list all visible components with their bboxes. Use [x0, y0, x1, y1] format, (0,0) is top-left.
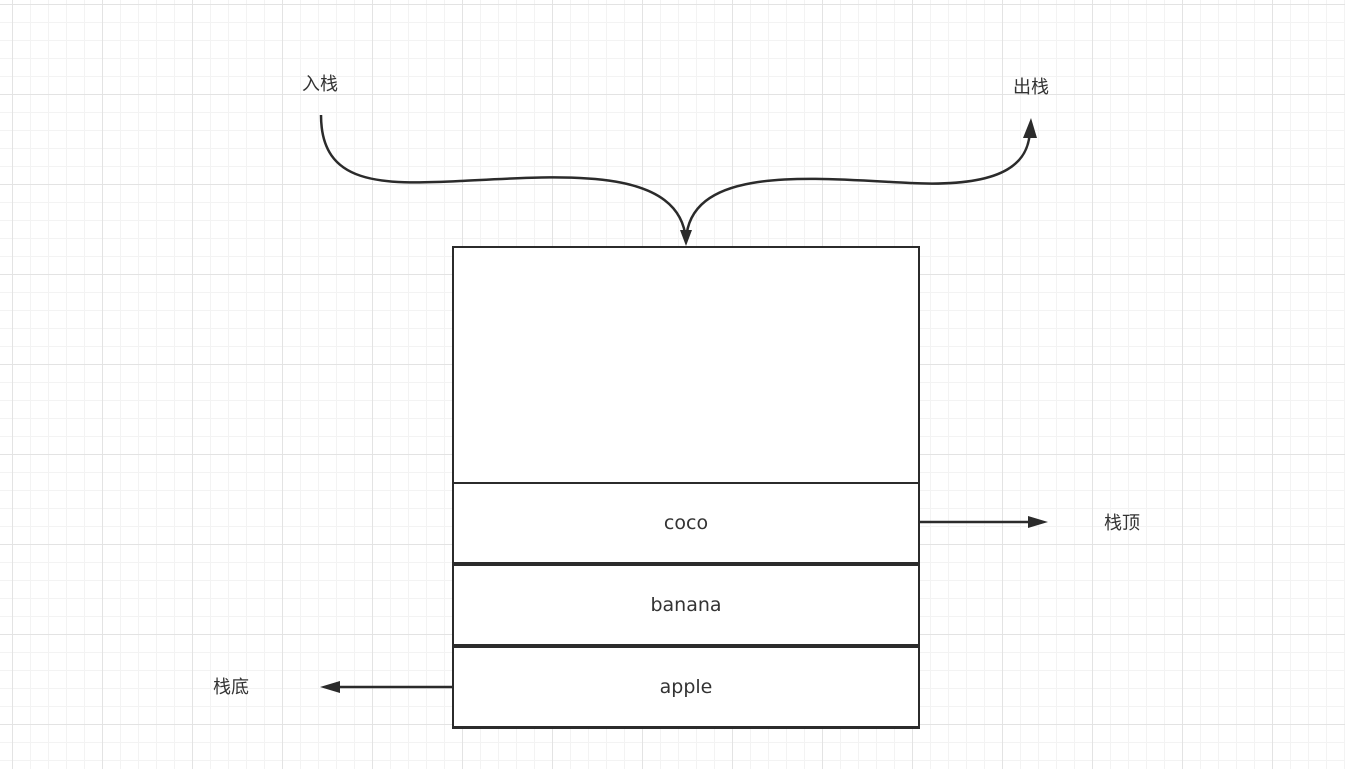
pop-arrow	[684, 127, 1032, 241]
stack-bottom-label: 栈底	[213, 677, 249, 698]
top-pointer-arrowhead	[1028, 516, 1048, 528]
stack-item-bottom: apple	[452, 646, 920, 728]
pop-arrowhead	[1023, 118, 1037, 138]
bottom-pointer-arrowhead	[320, 681, 340, 693]
stack-item-label: banana	[650, 594, 722, 616]
stack-item-top: coco	[452, 482, 920, 564]
stack-item-label: apple	[659, 676, 713, 698]
push-arrow	[319, 114, 688, 241]
pop-label: 出栈	[1013, 77, 1049, 98]
push-label: 入栈	[302, 74, 338, 95]
stack-item-label: coco	[663, 512, 709, 534]
stack-top-label: 栈顶	[1104, 513, 1140, 534]
stack-item-middle: banana	[452, 564, 920, 646]
